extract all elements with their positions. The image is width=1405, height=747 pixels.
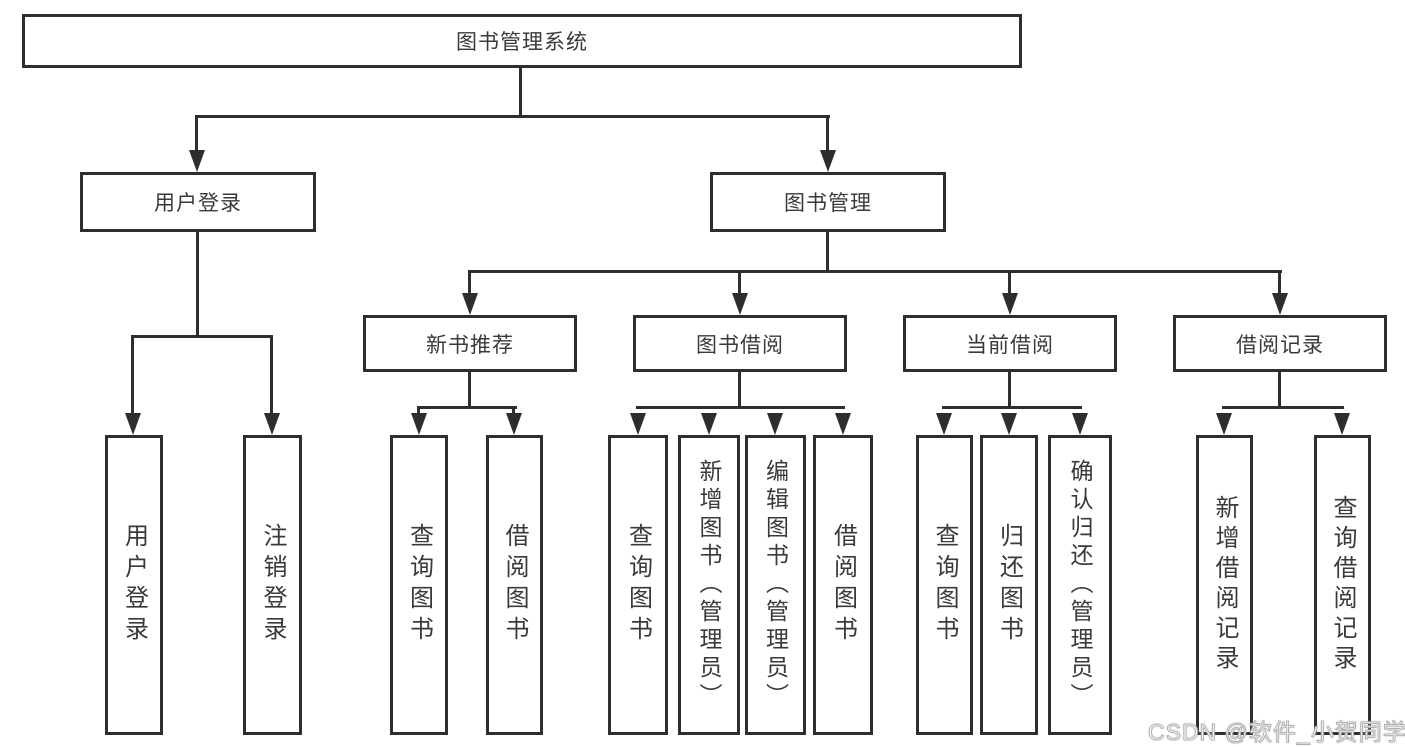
arrowhead-down-icon (767, 413, 783, 435)
arrowhead-down-icon (835, 413, 851, 435)
node-leaf-query-borrow-record: 查询借阅记录 (1314, 435, 1371, 735)
connector-line (1278, 372, 1281, 409)
node-root: 图书管理系统 (22, 14, 1022, 68)
arrowhead-down-icon (1272, 293, 1288, 315)
arrowhead-down-icon (125, 413, 141, 435)
node-new-book-recommendation: 新书推荐 (363, 315, 577, 372)
connector-line (826, 232, 829, 272)
node-leaf-user-login: 用户登录 (105, 435, 163, 735)
connector-line (468, 270, 1282, 273)
connector-line (196, 232, 199, 338)
node-leaf-query-book-recommend: 查询图书 (390, 435, 448, 735)
arrowhead-down-icon (1072, 413, 1088, 435)
arrowhead-down-icon (701, 413, 717, 435)
connector-line (270, 335, 273, 415)
arrowhead-down-icon (264, 413, 280, 435)
node-borrowing-records: 借阅记录 (1173, 315, 1387, 372)
connector-line (417, 406, 420, 416)
connector-line (512, 406, 515, 416)
arrowhead-down-icon (1001, 413, 1017, 435)
csdn-watermark: CSDN @软件_小贺同学 (1148, 719, 1405, 746)
connector-line (195, 115, 198, 153)
connector-line (417, 406, 517, 409)
arrowhead-down-icon (820, 150, 836, 172)
connector-line (826, 115, 829, 153)
connector-line (636, 406, 845, 409)
node-book-borrowing: 图书借阅 (633, 315, 847, 372)
connector-line (131, 335, 134, 415)
node-current-borrowing: 当前借阅 (903, 315, 1117, 372)
arrowhead-down-icon (630, 413, 646, 435)
node-leaf-query-book-current: 查询图书 (916, 435, 973, 735)
arrowhead-down-icon (1216, 413, 1232, 435)
arrowhead-down-icon (936, 413, 952, 435)
connector-line (1278, 270, 1281, 295)
connector-line (738, 270, 741, 295)
node-leaf-add-book-admin: 新增图书（管理员） (678, 435, 740, 735)
node-leaf-add-borrow-record: 新增借阅记录 (1196, 435, 1253, 735)
connector-line (1008, 270, 1011, 295)
connector-line (738, 372, 741, 409)
arrowhead-down-icon (189, 150, 205, 172)
arrowhead-down-icon (1334, 413, 1350, 435)
connector-line (195, 115, 830, 118)
arrowhead-down-icon (506, 413, 522, 435)
node-leaf-logout: 注销登录 (243, 435, 302, 735)
connector-line (1008, 372, 1011, 409)
node-user-login: 用户登录 (80, 172, 316, 232)
node-leaf-borrow-book-borrowing: 借阅图书 (813, 435, 873, 735)
node-leaf-return-book: 归还图书 (980, 435, 1038, 735)
arrowhead-down-icon (1002, 293, 1018, 315)
node-leaf-edit-book-admin: 编辑图书（管理员） (745, 435, 806, 735)
node-leaf-confirm-return-admin: 确认归还（管理员） (1048, 435, 1112, 735)
node-book-management: 图书管理 (710, 172, 946, 232)
connector-line (519, 68, 522, 118)
arrowhead-down-icon (732, 293, 748, 315)
connector-line (468, 270, 471, 295)
node-leaf-query-book-borrowing: 查询图书 (608, 435, 668, 735)
connector-line (942, 406, 1082, 409)
node-leaf-borrow-book-recommend: 借阅图书 (486, 435, 543, 735)
connector-line (131, 335, 273, 338)
connector-line (1222, 406, 1344, 409)
arrowhead-down-icon (411, 413, 427, 435)
connector-line (468, 372, 471, 409)
arrowhead-down-icon (462, 293, 478, 315)
